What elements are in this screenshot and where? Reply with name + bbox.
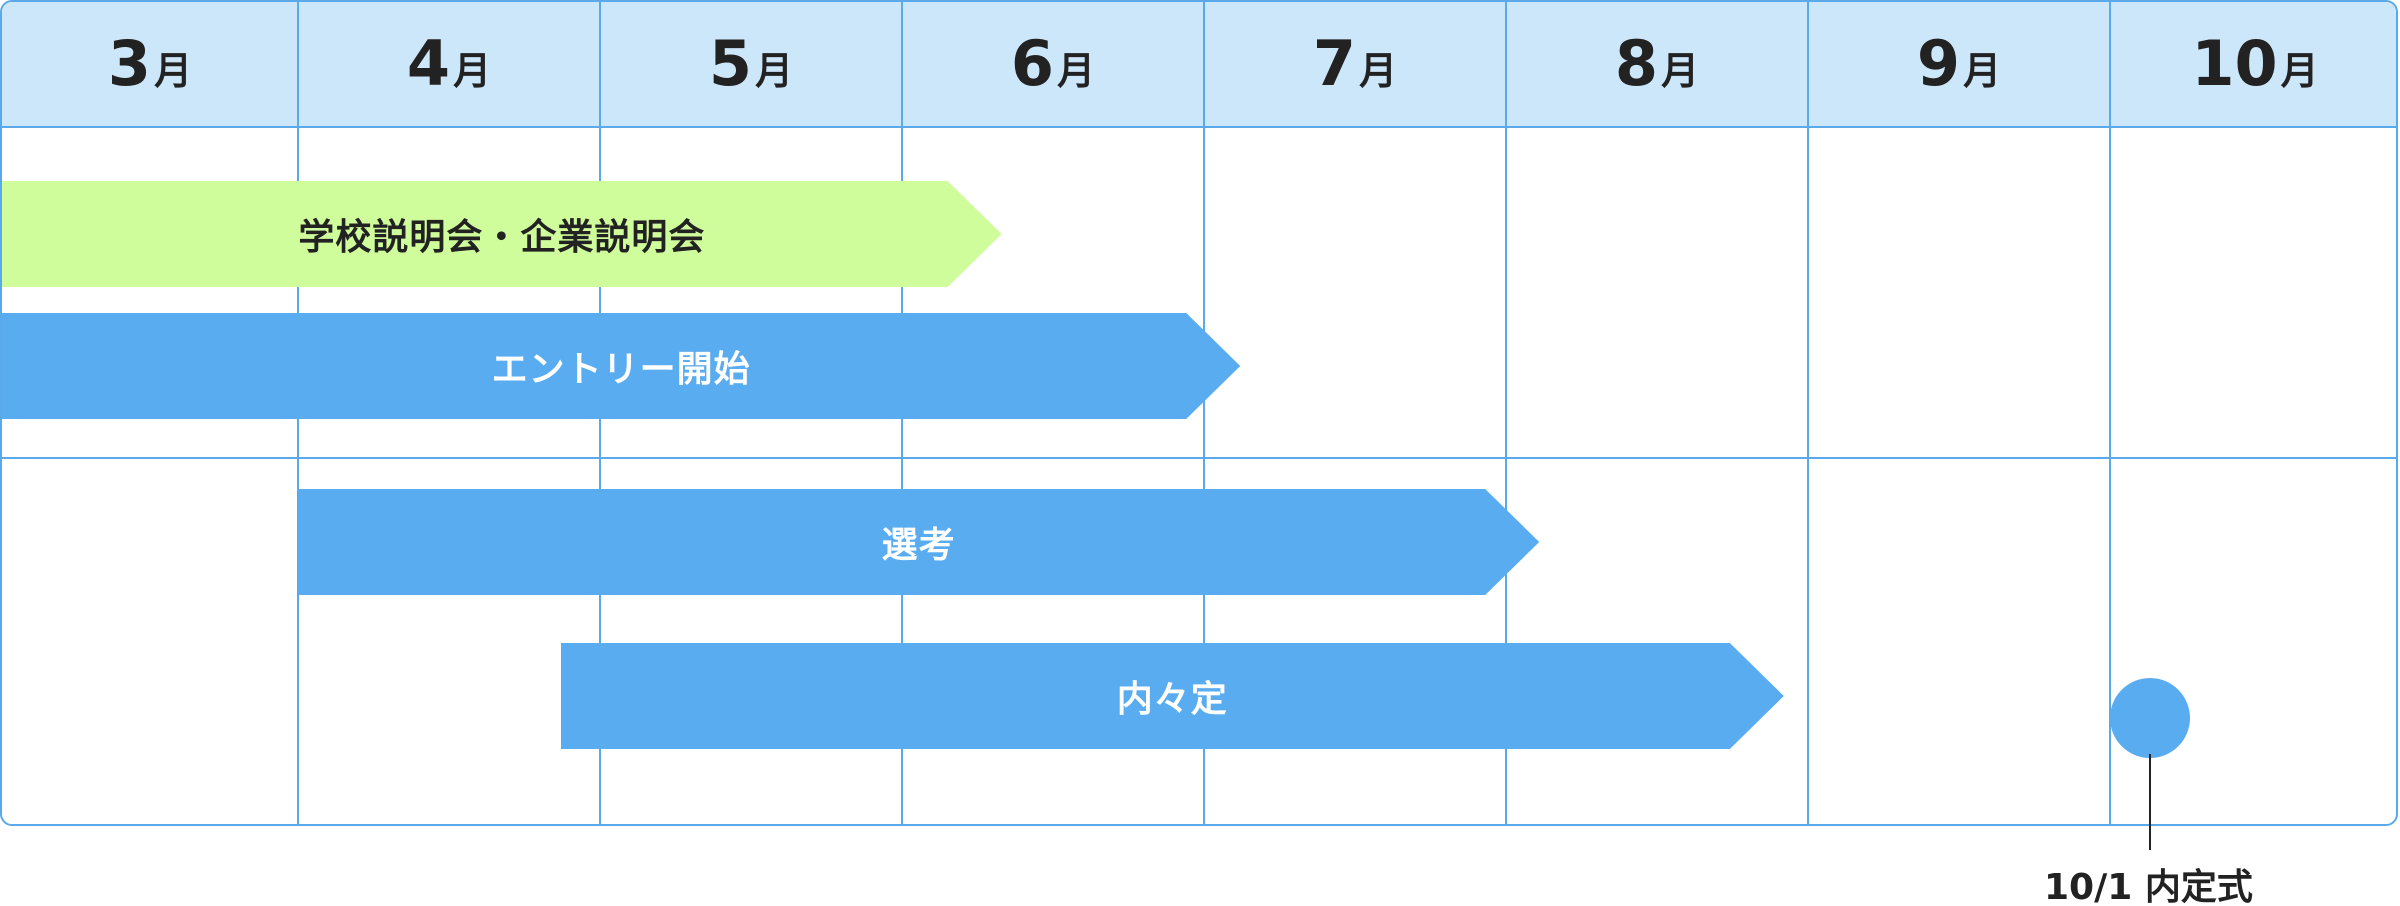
column-divider <box>2109 2 2111 824</box>
month-unit: 月 <box>1963 49 2002 93</box>
bar-label: 学校説明会・企業説明会 <box>298 217 706 258</box>
month-header-band <box>2 2 2396 126</box>
bar-selection: 選考 <box>298 489 1539 595</box>
ceremony-marker-line <box>2149 754 2151 850</box>
column-divider <box>1203 2 1205 824</box>
header-divider <box>2 126 2396 128</box>
ceremony-marker-dot <box>2110 678 2190 758</box>
column-divider <box>1807 2 1809 824</box>
bar-label: エントリー開始 <box>491 349 751 390</box>
bar-label: 選考 <box>881 525 956 566</box>
month-number: 10 <box>2191 27 2278 100</box>
bar-informal-offer: 内々定 <box>561 643 1784 749</box>
month-unit: 月 <box>755 49 794 93</box>
month-unit: 月 <box>154 49 193 93</box>
ceremony-label: 10/1 内定式 <box>2044 867 2253 906</box>
month-number: 7 <box>1312 27 1357 100</box>
column-divider <box>1505 2 1507 824</box>
bar-briefing-sessions: 学校説明会・企業説明会 <box>2 181 1002 287</box>
month-number: 3 <box>107 27 152 100</box>
month-number: 9 <box>1916 27 1961 100</box>
month-unit: 月 <box>2280 49 2319 93</box>
bar-entry-start: エントリー開始 <box>2 313 1240 419</box>
month-number: 5 <box>708 27 753 100</box>
month-number: 4 <box>406 27 451 100</box>
month-unit: 月 <box>1057 49 1096 93</box>
month-number: 6 <box>1010 27 1055 100</box>
month-unit: 月 <box>1661 49 1700 93</box>
month-number: 8 <box>1614 27 1659 100</box>
month-unit: 月 <box>453 49 492 93</box>
bar-label: 内々定 <box>1116 679 1228 720</box>
month-unit: 月 <box>1359 49 1398 93</box>
row-divider <box>2 457 2396 459</box>
